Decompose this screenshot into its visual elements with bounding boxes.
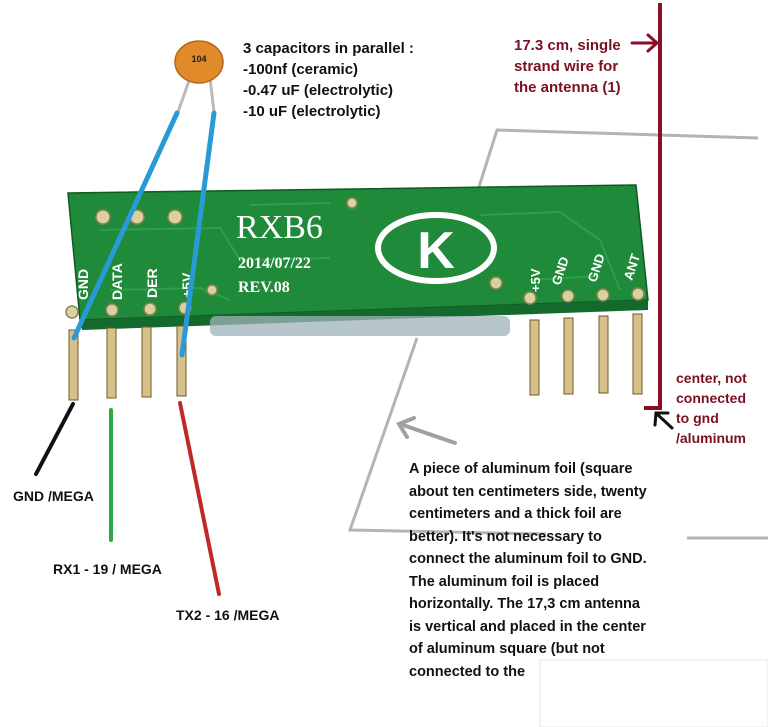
pin-label-gnd: GND — [75, 269, 91, 300]
center-note-line: connected — [676, 390, 747, 406]
k-logo: K — [375, 212, 497, 284]
logo-letter: K — [417, 222, 455, 280]
foil-note-line: about ten centimeters side, twenty — [409, 483, 647, 500]
pin-label-5v-right: +5V — [528, 268, 543, 292]
capacitor-note-line: -100nf (ceramic) — [243, 61, 359, 78]
antenna-note: 17.3 cm, single strand wire for the ante… — [514, 35, 654, 98]
foil-sheet-corner — [539, 659, 768, 727]
antenna-length-arrow — [630, 33, 660, 53]
foil-note-line: The aluminum foil is placed — [409, 573, 600, 590]
blue-wire-5v — [179, 110, 217, 358]
center-note-line: center, not — [676, 370, 747, 386]
rx-mega-label: RX1 - 19 / MEGA — [53, 561, 162, 577]
capacitor-note-line: 3 capacitors in parallel : — [243, 40, 414, 57]
header-pins — [68, 313, 643, 401]
red-wire-tx — [178, 401, 221, 596]
capacitor: 104 — [174, 40, 224, 113]
pcb-traces — [99, 202, 621, 301]
antenna-note-line: strand wire for — [514, 58, 619, 75]
center-note-line: to gnd — [676, 410, 719, 426]
antenna-center-arrow — [653, 411, 674, 430]
module-name: RXB6 — [236, 209, 323, 246]
capacitor-note: 3 capacitors in parallel : -100nf (ceram… — [243, 38, 414, 122]
foil-note-line: centimeters and a thick foil are — [409, 506, 622, 522]
antenna-note-line: 17.3 cm, single — [514, 37, 621, 54]
gnd-mega-label: GND /MEGA — [13, 488, 94, 504]
foil-note-line: A piece of aluminum foil (square — [409, 461, 633, 477]
pin-label-der: DER — [144, 268, 160, 298]
capacitor-body — [174, 40, 224, 84]
blue-wire-gnd — [71, 110, 180, 341]
capacitor-marking: 104 — [191, 54, 206, 64]
pin — [598, 315, 609, 394]
foil-note-line: is vertical and placed in the center — [409, 618, 646, 635]
pcb-board — [67, 184, 649, 321]
tx-mega-label: TX2 - 16 /MEGA — [176, 607, 280, 623]
foil-note-line: connected to the — [409, 663, 526, 680]
capacitor-lead — [176, 77, 192, 113]
pin — [106, 327, 117, 399]
foil-note: A piece of aluminum foil (square about t… — [409, 458, 709, 683]
pin — [529, 319, 540, 396]
pin — [141, 326, 152, 398]
rxb6-module: K RXB6 2014/07/22 REV.08 GND DATA DER +5… — [65, 184, 649, 336]
module-rev: REV.08 — [238, 279, 290, 296]
aluminum-foil-outline — [347, 128, 768, 540]
center-note: center, not connected to gnd /aluminum — [676, 368, 768, 448]
pin-label-data: DATA — [109, 263, 125, 300]
foil-note-line: better). It's not necessary to — [409, 528, 602, 545]
foil-note-line: connect the aluminum foil to GND. — [409, 551, 647, 567]
black-wire-gnd — [34, 402, 75, 476]
antenna-wire — [644, 3, 662, 410]
foil-note-line: horizontally. The 17,3 cm antenna — [409, 596, 640, 612]
pin — [68, 329, 79, 401]
capacitor-note-line: -10 uF (electrolytic) — [243, 103, 381, 120]
antenna-note-line: the antenna (1) — [514, 79, 621, 96]
capacitor-wires — [71, 110, 217, 358]
foil-arrow — [396, 416, 457, 445]
capacitor-note-line: -0.47 uF (electrolytic) — [243, 82, 394, 99]
center-note-line: /aluminum — [676, 430, 747, 446]
pin — [563, 317, 574, 395]
pin — [176, 325, 187, 397]
pin — [632, 313, 643, 395]
foil-note-line: of aluminum square (but not — [409, 641, 605, 657]
pcb-component — [210, 316, 510, 336]
module-date: 2014/07/22 — [238, 255, 311, 272]
capacitor-lead — [208, 77, 216, 113]
